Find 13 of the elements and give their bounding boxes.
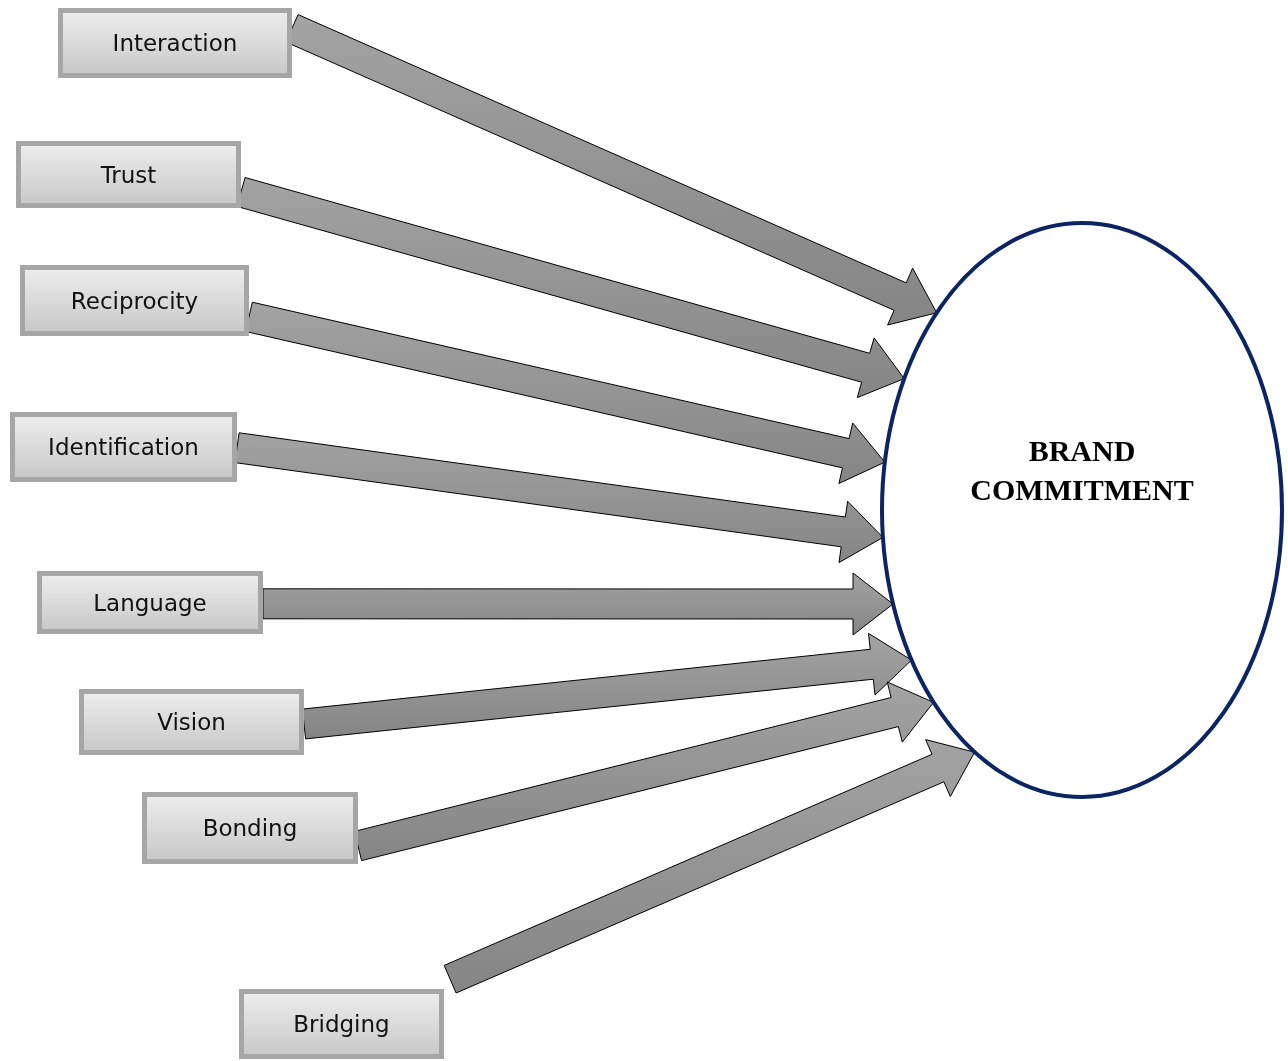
block-arrow <box>234 432 884 564</box>
block-arrow <box>443 739 976 994</box>
node-label: BRAND COMMITMENT <box>969 433 1195 508</box>
factor-box: Language <box>37 571 263 634</box>
factor-box: Identification <box>10 412 237 482</box>
factor-box: Vision <box>79 689 304 755</box>
block-arrow <box>301 632 912 740</box>
factor-box: Reciprocity <box>20 265 249 336</box>
factor-box: Trust <box>16 141 241 208</box>
block-arrow <box>262 572 894 636</box>
factor-box: Bridging <box>239 989 444 1059</box>
factor-box: Interaction <box>58 8 292 78</box>
factor-box: Bonding <box>142 792 358 864</box>
